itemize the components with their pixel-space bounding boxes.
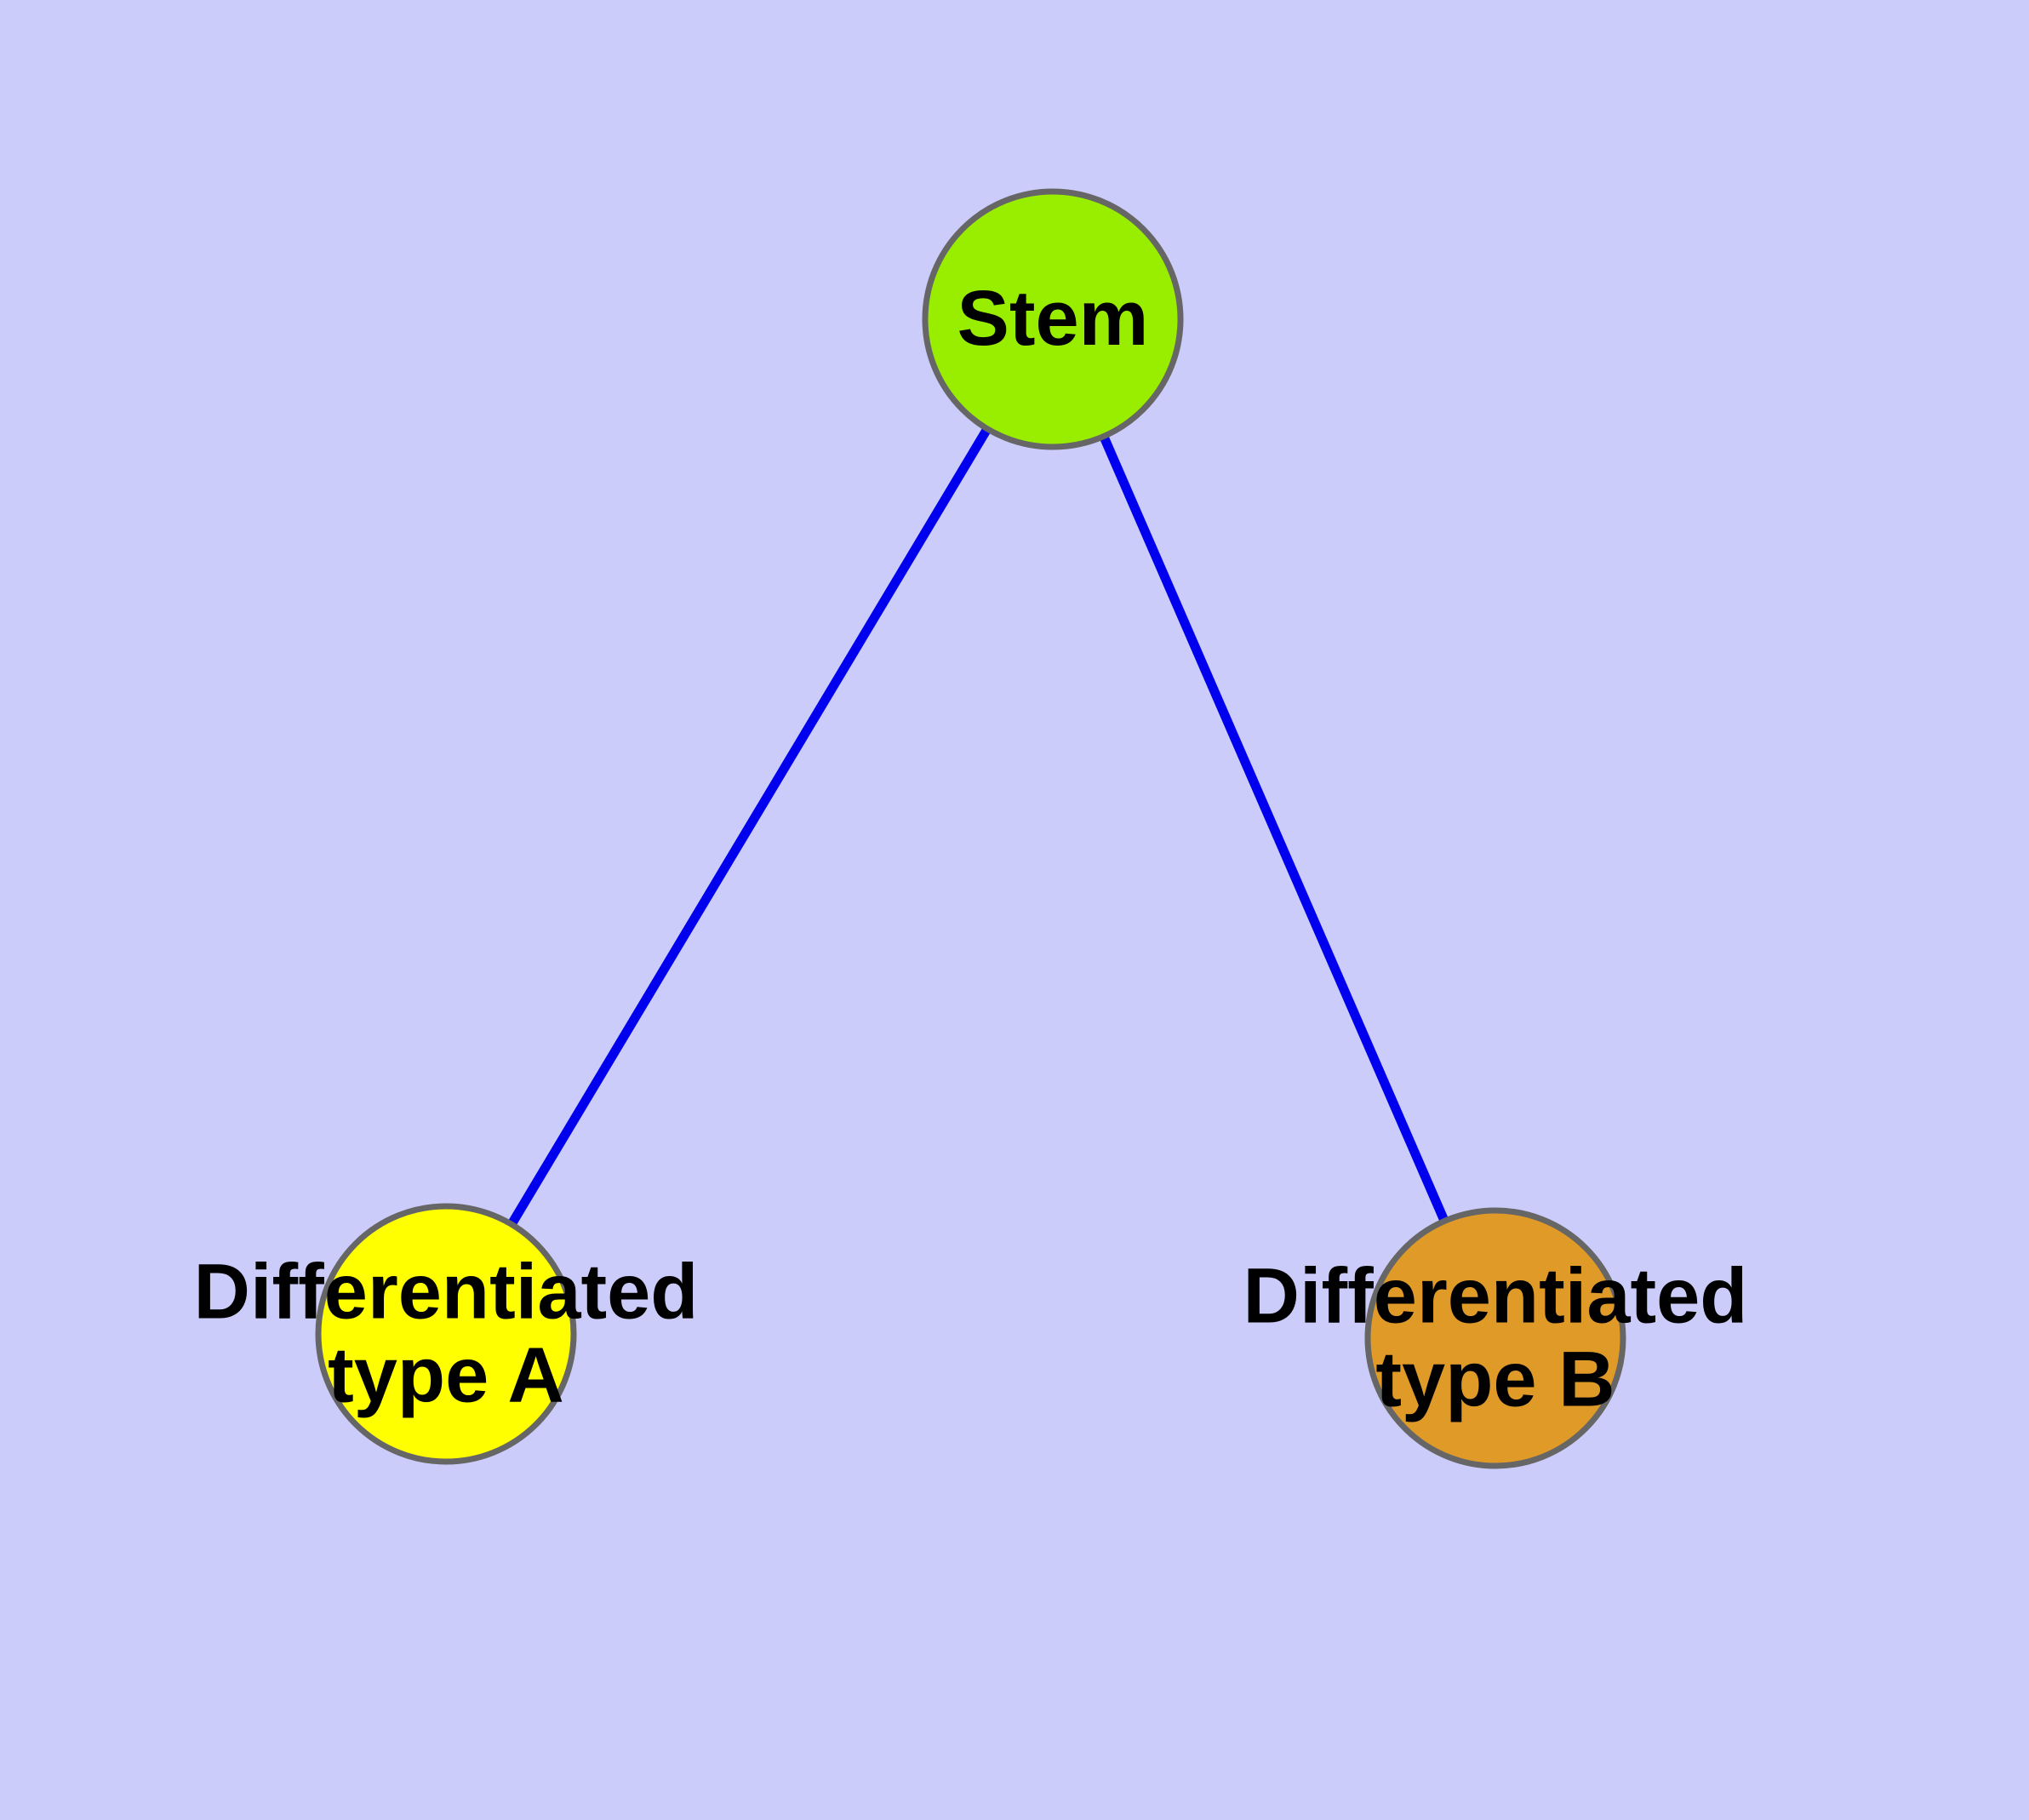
node-stem[interactable] <box>922 188 1184 450</box>
node-diff_b[interactable] <box>1364 1207 1626 1469</box>
edge-layer <box>442 317 1500 1341</box>
node-layer <box>315 188 1626 1469</box>
edge-stem-to-a[interactable] <box>442 317 1057 1336</box>
node-diff_a[interactable] <box>315 1203 577 1465</box>
edge-stem-to-b[interactable] <box>1048 317 1500 1341</box>
